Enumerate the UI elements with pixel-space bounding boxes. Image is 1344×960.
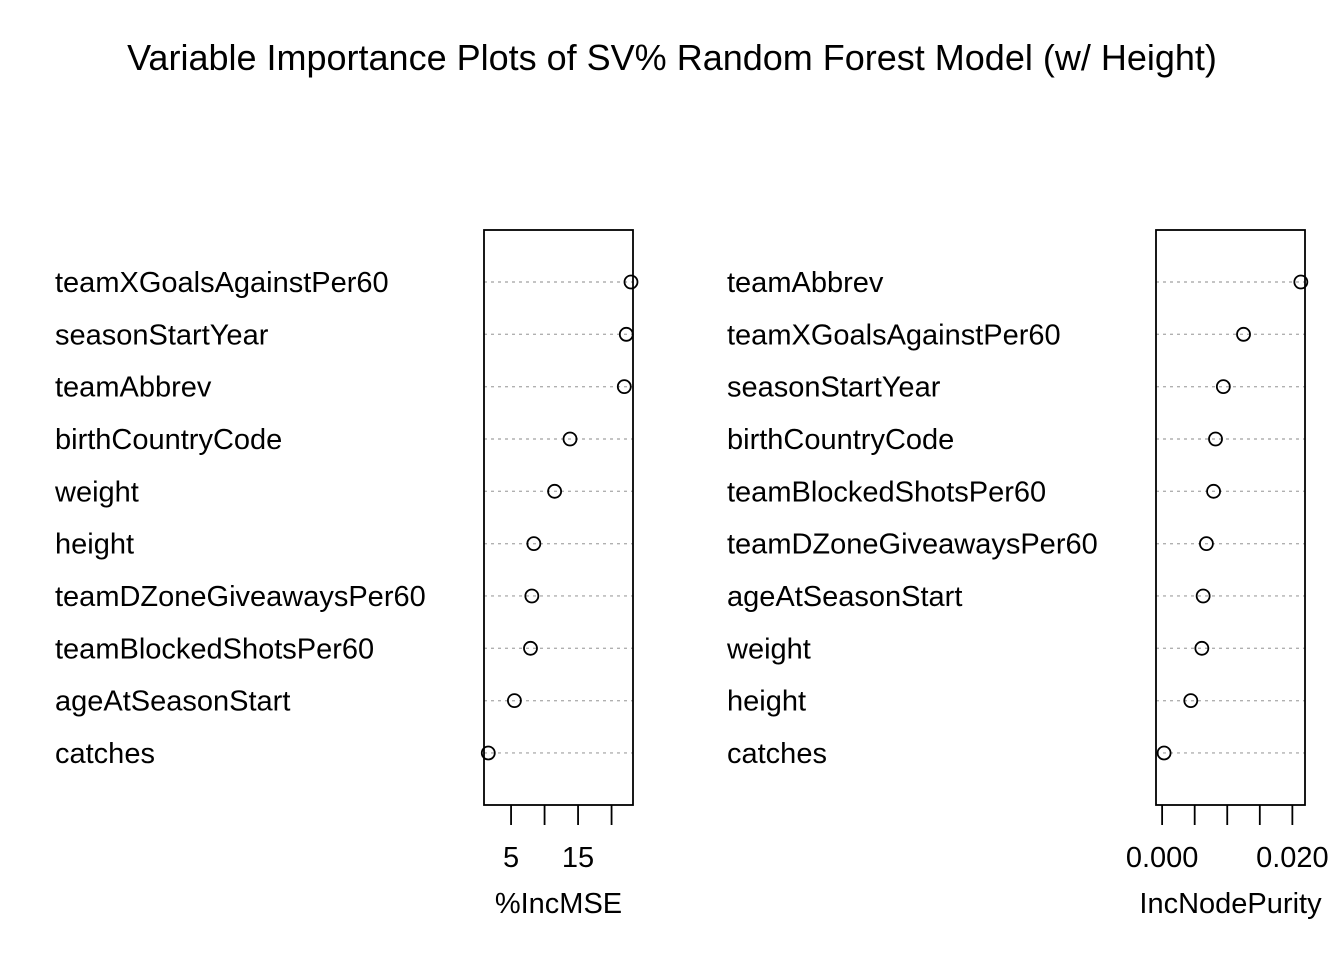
importance-point (1183, 693, 1199, 709)
tick-label: 5 (503, 842, 519, 874)
variable-label: ageAtSeasonStart (55, 686, 290, 718)
variable-label: teamAbbrev (55, 372, 212, 404)
variable-label: birthCountryCode (55, 424, 282, 456)
variable-label: birthCountryCode (727, 424, 954, 456)
importance-point (1206, 483, 1221, 499)
importance-point (547, 483, 563, 499)
variable-label: teamDZoneGiveawaysPer60 (55, 581, 426, 613)
importance-point (1236, 326, 1251, 342)
variable-label: height (55, 529, 134, 561)
importance-point (1215, 379, 1231, 395)
variable-label: teamXGoalsAgainstPer60 (727, 319, 1061, 351)
chart-title: Variable Importance Plots of SV% Random … (127, 37, 1217, 78)
importance-point (1195, 588, 1211, 604)
x-axis-label: %IncMSE (495, 888, 622, 920)
importance-point (1199, 536, 1214, 552)
variable-label: teamXGoalsAgainstPer60 (55, 267, 389, 299)
incnodepurity-panel: teamAbbrev teamXGoalsAgainstPer60 seasonSt… (726, 229, 1329, 920)
plot-frame (483, 229, 634, 806)
importance-point (1293, 274, 1309, 290)
variable-label: weight (54, 476, 139, 508)
importance-point (1156, 745, 1172, 761)
variable-label: teamAbbrev (727, 267, 884, 299)
tick-label: 15 (562, 842, 594, 874)
variable-label: teamBlockedShotsPer60 (727, 476, 1046, 508)
importance-point (523, 640, 538, 656)
incmse-panel: teamXGoalsAgainstPer60 seasonStartYear tea… (54, 229, 639, 920)
variable-label: teamBlockedShotsPer60 (55, 633, 374, 665)
importance-point (480, 745, 496, 761)
importance-point (1194, 640, 1210, 656)
tick-label: 0.000 (1126, 842, 1199, 874)
importance-point (616, 379, 632, 395)
variable-label: teamDZoneGiveawaysPer60 (727, 529, 1098, 561)
x-axis-label: IncNodePurity (1139, 888, 1322, 920)
importance-point (1208, 431, 1223, 447)
variable-label: seasonStartYear (55, 319, 269, 351)
importance-point (526, 536, 542, 552)
variable-label: weight (726, 633, 811, 665)
importance-point (507, 693, 522, 709)
variable-label: seasonStartYear (727, 372, 941, 404)
variable-label: catches (55, 738, 155, 770)
variable-label: catches (727, 738, 827, 770)
importance-point (524, 588, 540, 604)
importance-point (562, 431, 578, 447)
tick-label: 0.020 (1256, 842, 1329, 874)
variable-label: ageAtSeasonStart (727, 581, 962, 613)
variable-label: height (727, 686, 806, 718)
plot-frame (1155, 229, 1306, 806)
importance-point (623, 274, 639, 290)
